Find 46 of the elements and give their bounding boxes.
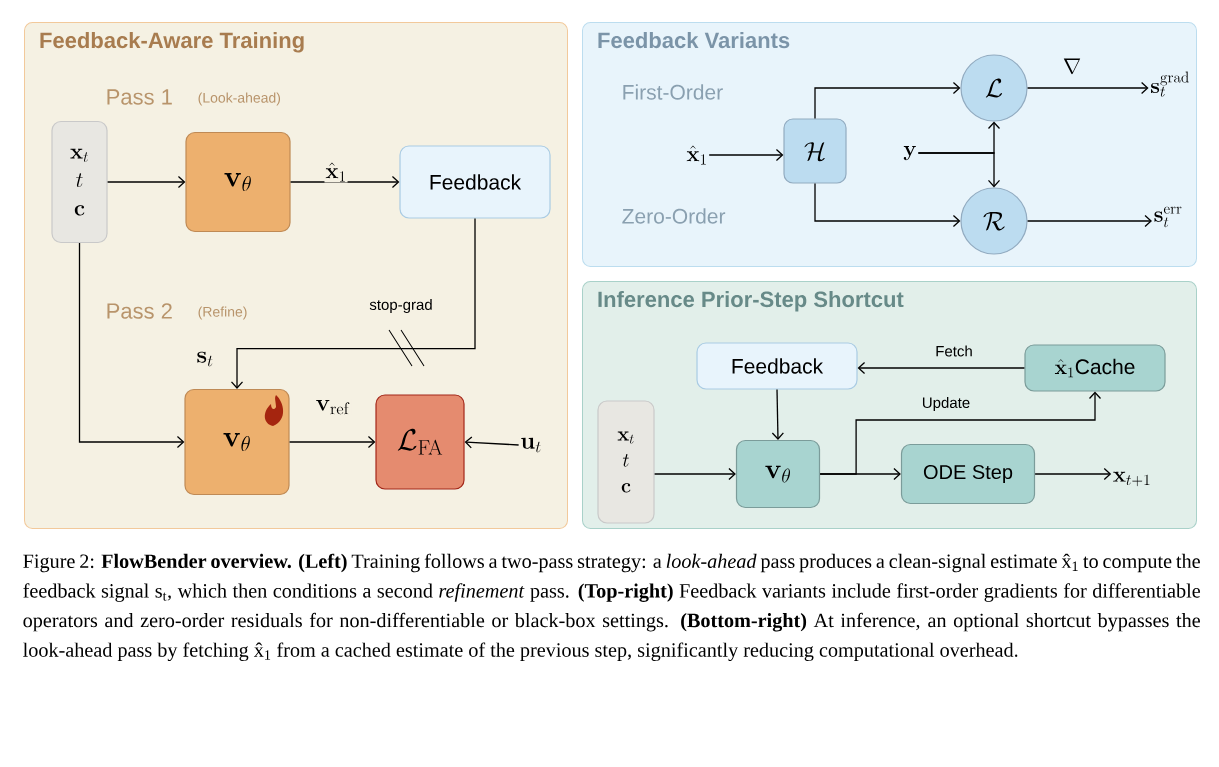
process-box: $\mathcal{H}$: [783, 118, 847, 184]
edge-label: $\nabla$: [1061, 57, 1083, 75]
arrow: [1026, 81, 1149, 95]
arrow: [857, 361, 1026, 375]
text-label: stop-grad: [369, 299, 432, 313]
process-box: Feedback: [696, 342, 858, 390]
process-box: Feedback: [399, 145, 551, 219]
edge-label: $\hat{\mathbf{x}}_1$: [324, 161, 348, 183]
symbol-label: $\mathbf{s}_t^{\mathrm{grad}}$: [1151, 71, 1189, 97]
arrow: [106, 175, 186, 189]
arrow: [78, 242, 185, 449]
edge-label: Fetch: [934, 344, 974, 358]
arrow: [1034, 467, 1112, 481]
symbol-label: $\mathbf{u}_t$: [521, 437, 541, 453]
arrow: [814, 81, 961, 120]
process-box: $\mathcal{L}_{\mathrm{FA}}$: [375, 394, 465, 490]
text-label: Zero-Order: [622, 208, 726, 224]
arrow: [771, 388, 784, 440]
process-box: $\mathbf{v}_\theta$: [735, 439, 821, 509]
arrow: [708, 148, 784, 162]
text-label: (Refine): [198, 306, 247, 320]
caption: Figure 2: FlowBender overview. (Left) Training follows a two-pass strategy: a look-ahead pass produces a clean-signal estimate x̂$_{1}$ to compute the feedback signal s$_{t}$, which then conditions a second refinement pass. (Top-right) Feedback variants include first-order gradients for differentiable operators and zero-order residuals for non-differentiable or black-box settings. (Bottom-right) At inference, an optional shortcut bypasses the look-ahead pass by fetching x̂$_{1}$ from a cached estimate of the previous step, significantly reducing computational overhead.: [23, 553, 1200, 662]
arrow: [1026, 214, 1152, 228]
symbol-label: $\hat{\mathbf{x}}_1$: [686, 145, 706, 165]
arrow: [653, 467, 736, 481]
arrow: [230, 217, 476, 389]
arrow: [917, 152, 1001, 188]
process-box: ODE Step: [900, 443, 1036, 505]
process-box: $\mathbf{v}_\theta$: [184, 388, 290, 496]
process-box: $\hat{\mathbf{x}}_1\mbox{Cache}$: [1024, 344, 1166, 392]
process-box: $\mathbf{x}_t$ $t$ $\mathbf{c}$: [51, 120, 108, 244]
symbol-label: $\mathbf{s}_t^{\mathrm{err}}$: [1154, 206, 1182, 228]
symbol-label: $\mathbf{y}$: [903, 145, 916, 161]
text-label: (Look-ahead): [198, 92, 281, 106]
edge-label: Update: [920, 396, 972, 412]
arrow: [288, 435, 376, 449]
process-box: $\mathbf{x}_t$ $t$ $\mathbf{c}$: [597, 400, 655, 524]
process-box: $\mathbf{v}_\theta$: [185, 131, 291, 233]
arrow: [464, 436, 520, 449]
text-label: Pass 1: [107, 89, 172, 105]
arrow: [289, 175, 400, 189]
text-label: Pass 2: [107, 303, 172, 319]
text-label: First-Order: [623, 84, 723, 100]
arrow: [819, 391, 1102, 475]
arrow: [814, 182, 961, 228]
symbol-label: $\mathbf{x}_{t+1}$: [1113, 471, 1150, 487]
